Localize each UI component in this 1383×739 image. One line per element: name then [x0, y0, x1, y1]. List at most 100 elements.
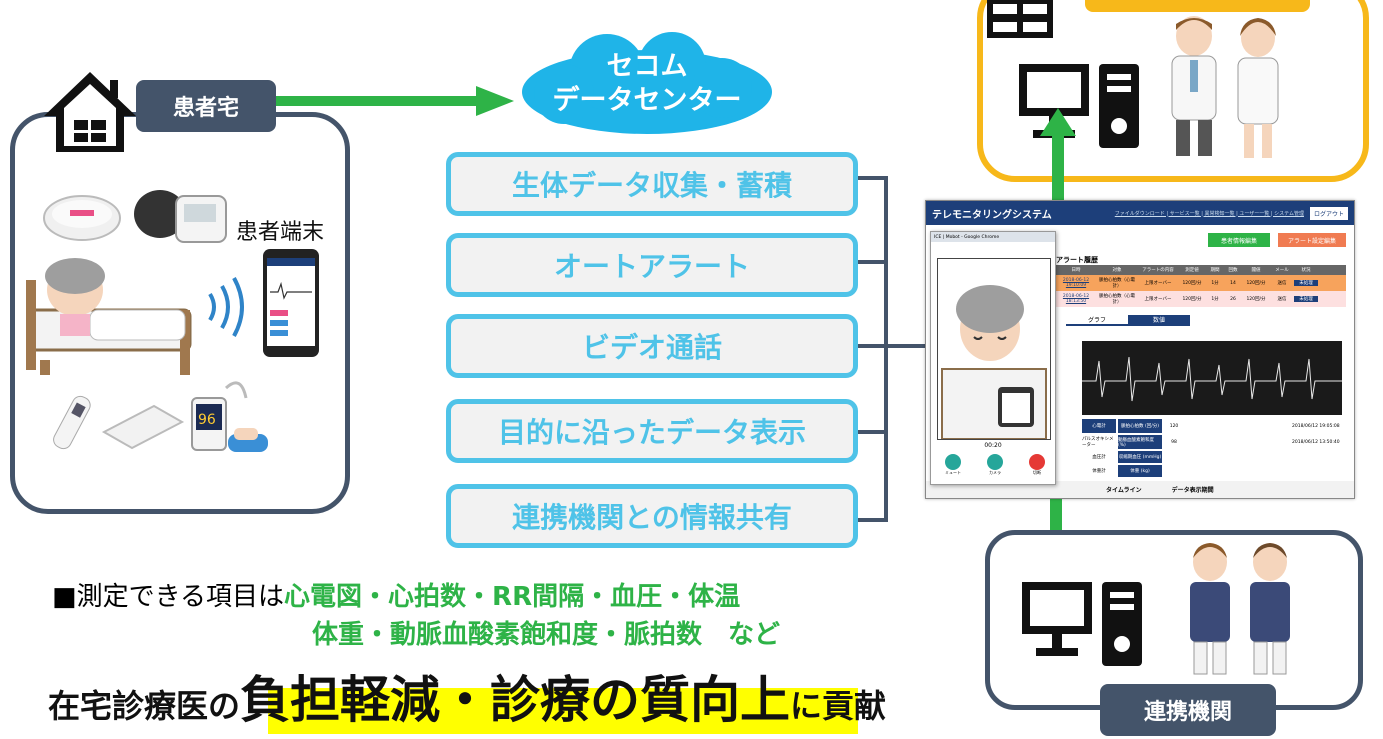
partner-label: 連携機関: [1100, 684, 1276, 736]
mute-button[interactable]: ミュート: [945, 454, 961, 476]
feature-data-collection: 生体データ収集・蓄積: [446, 152, 858, 216]
status-button[interactable]: 未処理: [1294, 296, 1318, 302]
scale-icon: [101, 404, 185, 450]
table-row[interactable]: 2018-06-12 19:10:09 脈拍心拍数（心電計） 上限オーバー 12…: [1056, 275, 1346, 291]
alert-table-header: 日時 対象 アラートの内容 測定値 期間 回数 閾値 メール 状況: [1056, 265, 1346, 275]
feature-info-sharing: 連携機関との情報共有: [446, 484, 858, 548]
mute-label: ミュート: [945, 470, 961, 475]
th-value: 測定値: [1185, 268, 1199, 273]
th-datetime: 日時: [1071, 268, 1081, 273]
cell[interactable]: 2018-06-12 19:10:09: [1062, 278, 1090, 288]
cell: 上限オーバー: [1144, 281, 1172, 286]
ecg-device-icon: [43, 195, 121, 241]
cell: 送信: [1277, 281, 1287, 286]
ecg-graph: [1082, 341, 1342, 415]
nurse-icon: [1237, 18, 1279, 158]
patient-terminal-label: 患者端末: [236, 220, 325, 245]
tab-graph[interactable]: グラフ: [1066, 315, 1128, 326]
vital-device: 心電計: [1082, 419, 1116, 433]
th-alert: アラートの内容: [1142, 268, 1174, 273]
logout-button[interactable]: ログアウト: [1309, 206, 1348, 220]
vital-value: 98: [1171, 439, 1177, 445]
app-header: テレモニタリングシステム ファイルダウンロード | サービス一覧 | 異常検知一…: [926, 201, 1354, 225]
datacenter-label: セコム データセンター: [512, 50, 782, 118]
cell: 120回/分: [1182, 297, 1202, 302]
camera-button[interactable]: カメラ: [987, 454, 1003, 476]
measurement-note-prefix: ■測定できる項目は: [52, 582, 285, 612]
vital-name: 脈拍心拍数 (回/分): [1118, 419, 1162, 433]
video-window-titlebar: ICE | Mobot - Google Chrome: [931, 232, 1055, 242]
app-title: テレモニタリングシステム: [932, 209, 1052, 221]
arrow-home-to-datacenter: [276, 86, 514, 116]
care-worker-icon-2: [1250, 543, 1290, 675]
video-call-window: ICE | Mobot - Google Chrome 00:20 ミュート カ…: [930, 231, 1056, 485]
cell: 120回/分: [1246, 281, 1266, 286]
cell: 上限オーバー: [1144, 297, 1172, 302]
th-period: 期間: [1210, 268, 1220, 273]
doctor-icon: [1171, 16, 1217, 156]
tab-values[interactable]: 数値: [1128, 315, 1190, 326]
headline: 在宅診療医の負担軽減・診療の質向上に貢献: [48, 660, 886, 732]
wireless-signal-icon: [208, 277, 244, 337]
cell: 26: [1230, 296, 1236, 302]
th-threshold: 閾値: [1251, 268, 1261, 273]
cell: 120回/分: [1246, 297, 1266, 302]
vital-device: 血圧計: [1092, 455, 1106, 460]
care-worker-icon-1: [1190, 543, 1230, 675]
vitals-row: パルスオキシメーター 動脈血酸素飽和度 (%) 98 2018/06/12 13…: [1082, 435, 1342, 449]
computer-icon-clinic: [1019, 64, 1139, 148]
headline-prefix: 在宅診療医の: [48, 687, 241, 725]
computer-icon-partner: [1022, 582, 1142, 666]
datacenter-label-line1: セコム: [606, 51, 688, 82]
cell: 脈拍心拍数（心電計）: [1099, 278, 1135, 289]
table-row[interactable]: 2018-06-12 18:13:50 脈拍心拍数（心電計） 上限オーバー 12…: [1056, 291, 1346, 307]
hangup-button[interactable]: 切断: [1029, 454, 1045, 476]
vital-date: 2018/06/12 13:50:40: [1292, 439, 1340, 445]
call-controls: ミュート カメラ 切断: [945, 454, 1045, 476]
vital-device: パルスオキシメーター: [1082, 437, 1114, 448]
vital-date: 2018/06/12 19:05:08: [1292, 423, 1340, 429]
cell: 14: [1230, 280, 1236, 286]
cell: 送信: [1277, 297, 1287, 302]
camera-label: カメラ: [989, 470, 1001, 475]
data-period-label: データ表示期間: [1171, 487, 1214, 494]
status-button[interactable]: 未処理: [1294, 280, 1318, 286]
vital-name: 収縮期血圧 (mmHg): [1118, 451, 1162, 463]
timeline-bar: タイムライン データ表示期間: [926, 481, 1354, 498]
video-feed: [937, 258, 1051, 440]
hangup-icon[interactable]: [1029, 454, 1045, 470]
datacenter-cloud: [522, 32, 772, 134]
cell[interactable]: 2018-06-12 18:13:50: [1062, 294, 1090, 304]
clinic-label-tab: [1085, 0, 1310, 12]
hangup-label: 切断: [1033, 470, 1041, 475]
header-links[interactable]: ファイルダウンロード | サービス一覧 | 異常検知一覧 | ユーザー一覧 | …: [1114, 210, 1304, 217]
cell: 1分: [1211, 281, 1219, 286]
feature-video-call: ビデオ通話: [446, 314, 858, 378]
arrow-to-clinic: [1040, 108, 1076, 204]
pulse-oximeter-icon: 96: [191, 381, 268, 452]
telemonitoring-screenshot: テレモニタリングシステム ファイルダウンロード | サービス一覧 | 異常検知一…: [925, 200, 1355, 499]
cell: 120回/分: [1182, 281, 1202, 286]
th-mail: メール: [1275, 268, 1289, 273]
vital-name: 体重 (kg): [1118, 465, 1162, 477]
alert-table: 日時 対象 アラートの内容 測定値 期間 回数 閾値 メール 状況 2018-0…: [1056, 265, 1346, 307]
mute-icon[interactable]: [945, 454, 961, 470]
vitals-row: 体重計 体重 (kg): [1082, 465, 1342, 477]
alert-setting-button[interactable]: アラート設定編集: [1278, 233, 1346, 247]
vitals-table: 心電計 脈拍心拍数 (回/分) 120 2018/06/12 19:05:08 …: [1082, 419, 1342, 477]
building-icon: [987, 0, 1053, 38]
vitals-row: 心電計 脈拍心拍数 (回/分) 120 2018/06/12 19:05:08: [1082, 419, 1342, 433]
house-icon: [44, 72, 136, 152]
th-target: 対象: [1112, 268, 1122, 273]
vital-name: 動脈血酸素飽和度 (%): [1118, 435, 1162, 449]
call-timer: 00:20: [984, 442, 1002, 449]
cell: 1分: [1211, 297, 1219, 302]
vital-value: 120: [1169, 423, 1179, 429]
timeline-label: タイムライン: [1106, 487, 1142, 494]
patient-video-icon: [941, 285, 1047, 439]
camera-icon[interactable]: [987, 454, 1003, 470]
alert-history-title: アラート履歴: [1056, 256, 1098, 264]
measurement-items-1: 心電図・心拍数・RR間隔・血圧・体温: [284, 582, 741, 612]
feature-auto-alert: オートアラート: [446, 233, 858, 297]
patient-edit-button[interactable]: 患者情報編集: [1208, 233, 1270, 247]
